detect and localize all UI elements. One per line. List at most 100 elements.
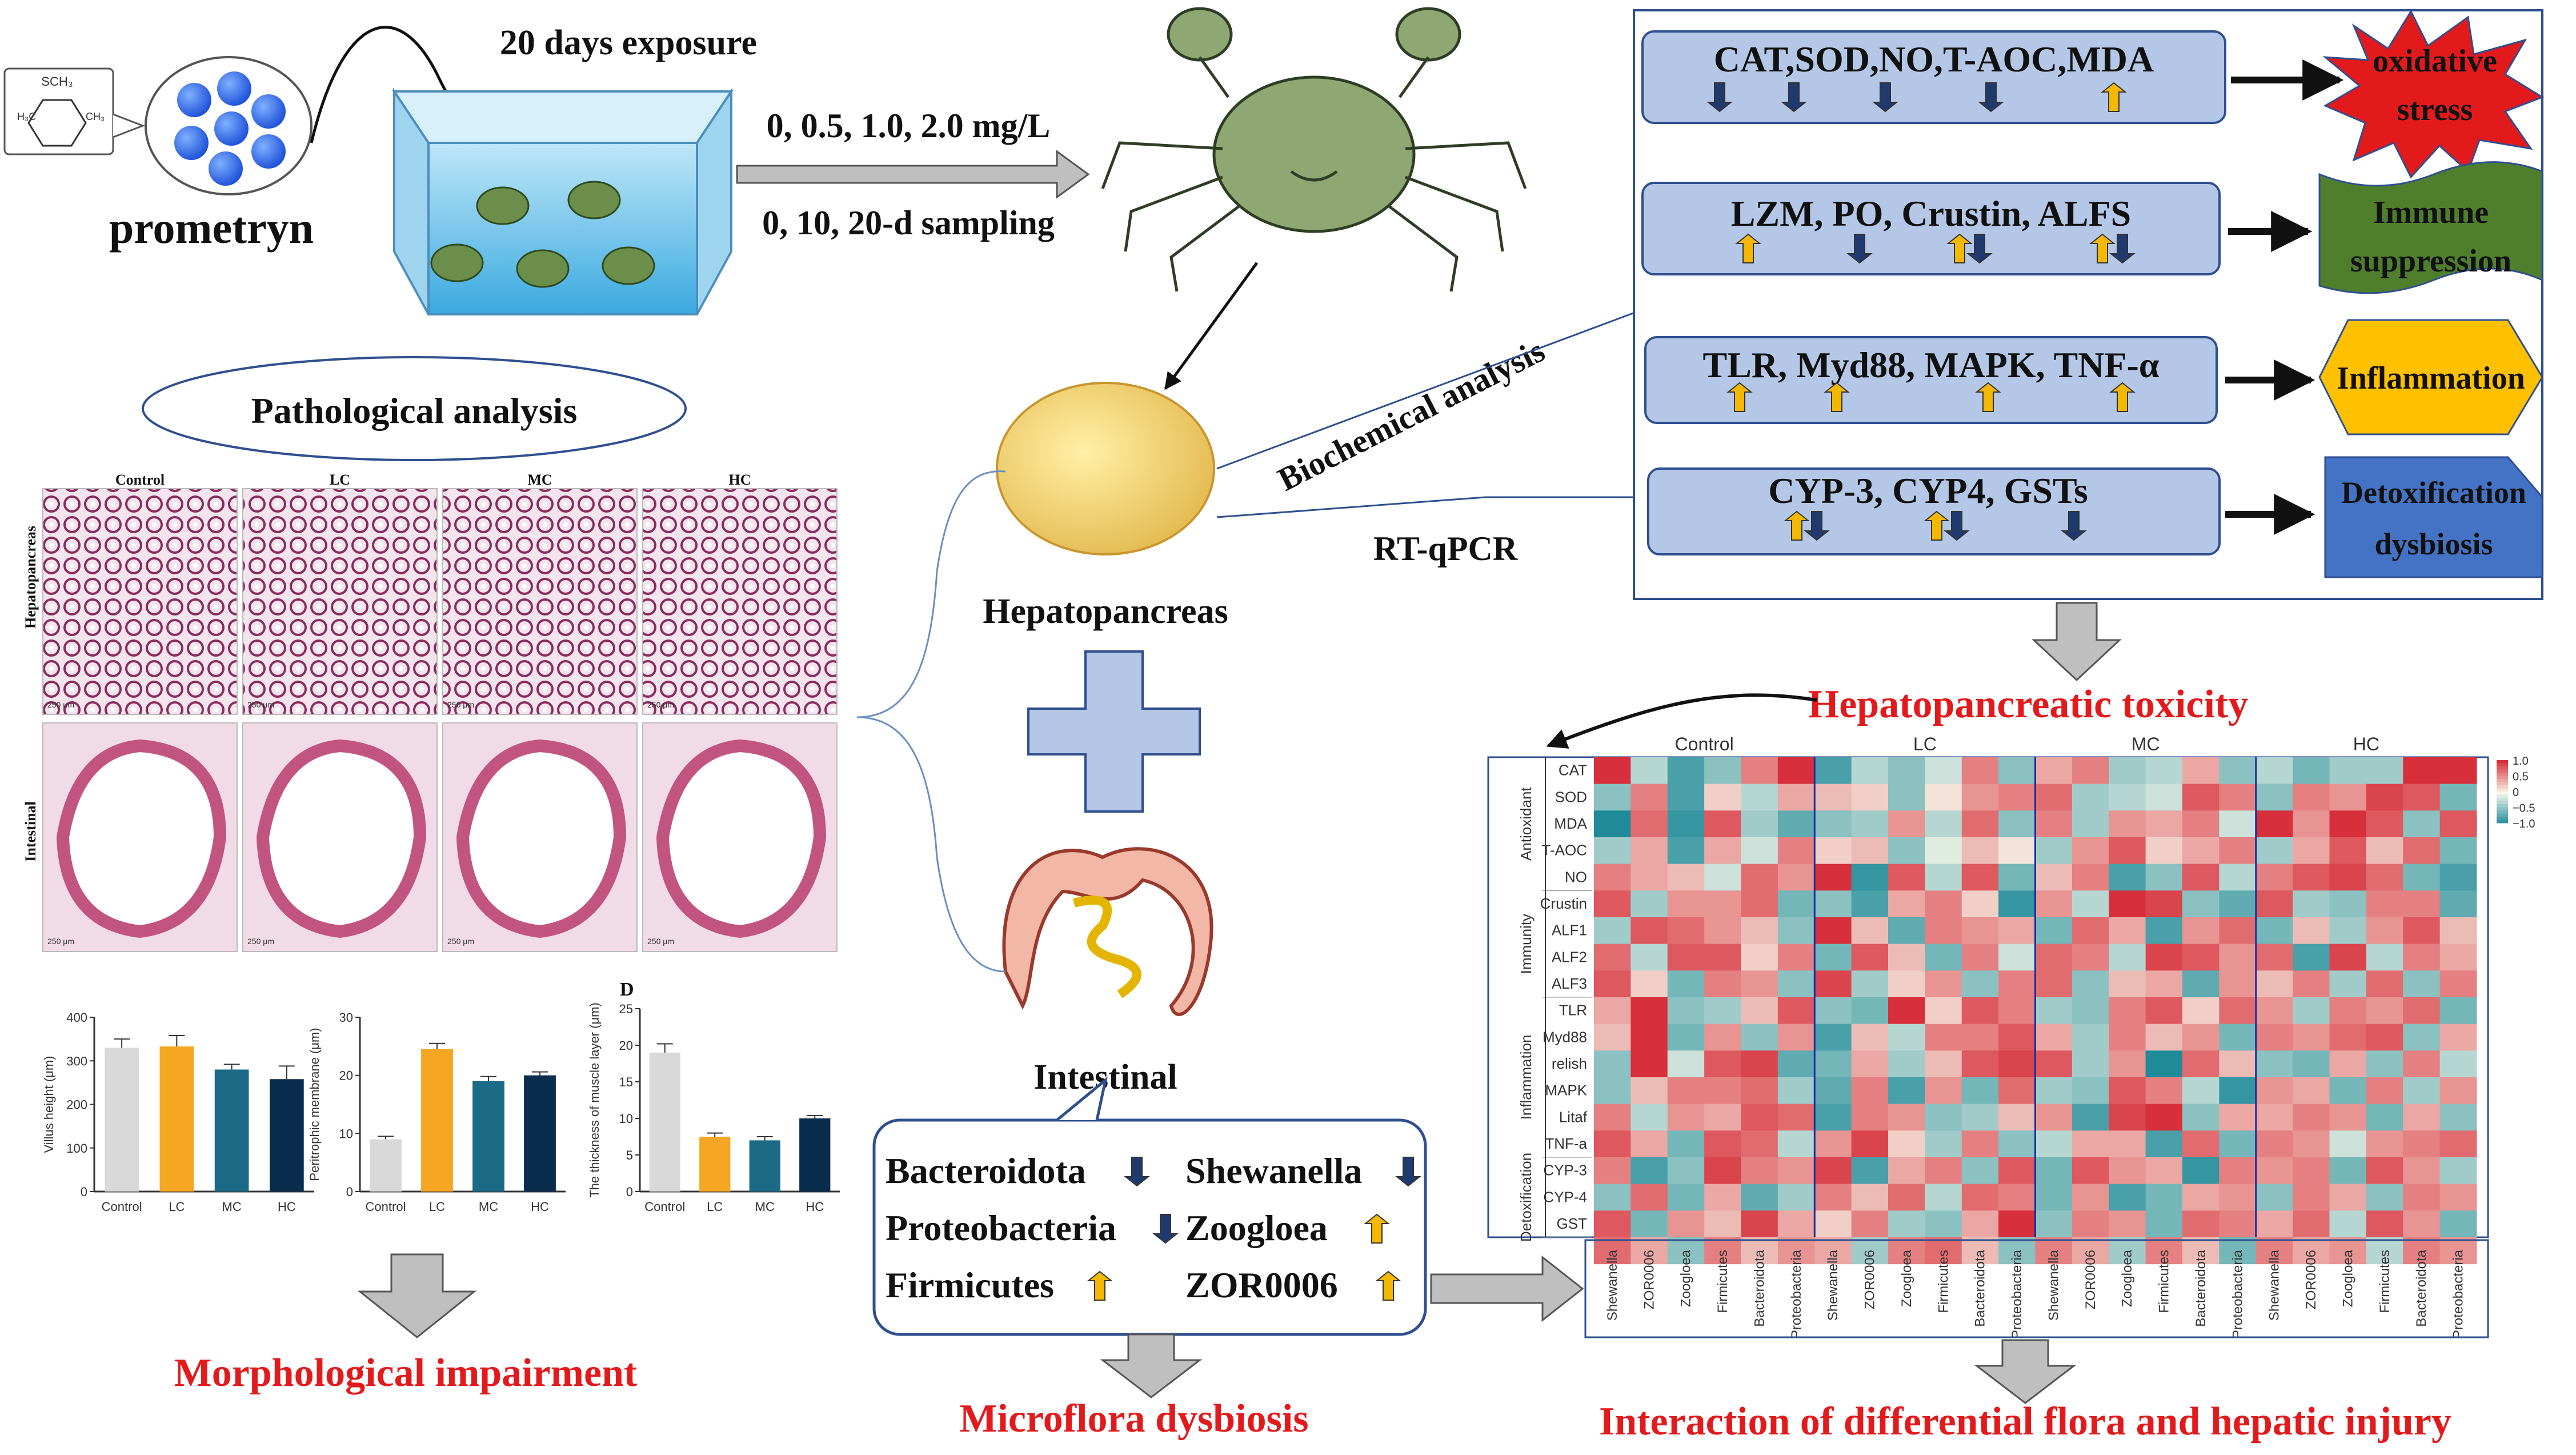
heatmap-cell	[1594, 1210, 1631, 1238]
heatmap-cell	[1851, 1184, 1889, 1211]
heatmap-cell	[2219, 890, 2257, 918]
x-tick-label: HC	[806, 1200, 824, 1214]
heatmap-cell	[2145, 864, 2183, 891]
heatmap-cell	[1667, 1184, 1705, 1211]
biomarker-row-immune: LZM, PO, Crustin, ALFS Immune suppressio…	[1641, 161, 2543, 294]
wave-banner-shape	[2318, 161, 2543, 294]
heatmap-cell	[1594, 837, 1631, 865]
flora-right-0: Shewanella	[1185, 1150, 1362, 1191]
sampling-label: 0, 10, 20-d sampling	[762, 204, 1055, 242]
heatmap-cell	[1851, 837, 1889, 865]
heatmap-cell	[2182, 1024, 2220, 1051]
heatmap-cell	[1667, 837, 1705, 865]
heatmap-cell	[2072, 917, 2109, 945]
heatmap-cell	[2439, 1157, 2477, 1185]
heatmap-cell	[2072, 1024, 2109, 1051]
heatmap-cell	[1777, 1130, 1815, 1158]
heatmap-cell	[1998, 837, 2036, 865]
row-label: TLR	[1559, 1002, 1587, 1019]
outcome-line1: Immune	[2373, 195, 2489, 230]
heatmap-cell	[1667, 1050, 1705, 1078]
up-arrow-icon	[1726, 382, 1753, 412]
heatmap-cell	[2255, 1237, 2293, 1265]
heatmap-cell	[1888, 757, 1925, 785]
heatmap-cell	[1704, 837, 1741, 865]
heatmap-cell	[2219, 944, 2257, 971]
heatmap-cell	[2035, 1050, 2073, 1078]
heatmap-cell	[1998, 784, 2036, 811]
y-axis-label: Peritrophic membrane (μm)	[307, 1028, 322, 1181]
heatmap-cell	[1777, 1024, 1815, 1051]
heatmap-cell	[1925, 757, 1962, 785]
heatmap-cell	[2439, 810, 2477, 838]
column-label: Proteobacteria	[2009, 1249, 2025, 1339]
heatmap-cell	[2219, 864, 2257, 891]
heatmap-cell	[2366, 1024, 2403, 1051]
heatmap-cell	[2035, 864, 2073, 891]
heatmap-cell	[1961, 784, 1999, 811]
heatmap-cell	[1704, 1104, 1741, 1131]
heatmap-cell	[2072, 970, 2109, 998]
heatmap-cell	[2366, 917, 2403, 945]
heatmap-cell	[2182, 1130, 2220, 1158]
svg-text:H₃C: H₃C	[17, 111, 36, 122]
heatmap-cell	[1667, 810, 1705, 838]
heatmap-cell	[2255, 1024, 2293, 1051]
scale-bar-label: 250 μm	[447, 700, 474, 709]
heatmap-cell	[2182, 1077, 2220, 1105]
heatmap-cell	[1925, 1077, 1962, 1105]
flora-left-2: Firmicutes	[886, 1265, 1054, 1305]
heatmap-cell	[2293, 757, 2330, 785]
column-label: Firmicutes	[1715, 1250, 1730, 1313]
heatmap-cell	[1961, 1237, 1999, 1265]
heatmap-cell	[1777, 890, 1815, 918]
heatmap-cell	[1594, 757, 1631, 785]
heatmap-cell	[2366, 1050, 2403, 1078]
heatmap-cell	[2145, 1157, 2183, 1185]
heatmap-cell	[1704, 890, 1741, 918]
interaction-title: Interaction of differential flora and he…	[1599, 1400, 2451, 1444]
heatmap-cell	[2366, 1210, 2403, 1238]
heatmap-cell	[2403, 917, 2441, 945]
heatmap-cell	[2329, 1050, 2367, 1078]
heatmap-cell	[2182, 810, 2220, 838]
heatmap-cell	[2182, 1237, 2220, 1265]
y-tick-label: 0	[626, 1185, 633, 1199]
heatmap-cell	[2072, 997, 2109, 1025]
row-label-intestinal: Intestinal	[22, 801, 39, 861]
column-label: Firmicutes	[2157, 1250, 2172, 1313]
colorbar-segment	[2497, 810, 2508, 814]
heatmap-cell	[2255, 1130, 2293, 1158]
heatmap-cell	[2366, 997, 2403, 1025]
heatmap-cell	[1851, 1237, 1889, 1265]
colorbar-tick: −0.5	[2513, 802, 2535, 815]
heatmap-cell	[1630, 757, 1668, 785]
column-label: Shewanella	[1825, 1249, 1841, 1321]
x-tick-label: HC	[531, 1200, 549, 1214]
x-tick-label: MC	[755, 1200, 775, 1214]
heatmap-cell	[1851, 784, 1889, 811]
heatmap-cell	[2255, 944, 2293, 971]
heatmap-cell	[2109, 784, 2146, 811]
heatmap-cell	[2329, 1077, 2367, 1105]
up-arrow-icon	[2089, 233, 2116, 263]
heatmap-cell	[1998, 810, 2036, 838]
up-arrow-icon	[1087, 1270, 1113, 1301]
heatmap-cell	[1594, 1157, 1631, 1185]
heatmap-cell	[2329, 864, 2367, 891]
heatmap-cell	[2293, 810, 2330, 838]
heatmap-cell	[2403, 970, 2441, 998]
heatmap-cell	[2109, 944, 2146, 971]
row-label: ALF2	[1552, 948, 1587, 965]
heatmap-cell	[1594, 917, 1631, 945]
heatmap-cell	[2329, 1104, 2367, 1131]
heatmap-cell	[2109, 757, 2146, 785]
row-label: NO	[1565, 868, 1587, 885]
heatmap-cell	[2072, 1210, 2109, 1238]
heatmap-cell	[1961, 917, 1999, 945]
group-label: MC	[527, 471, 552, 488]
rtqpcr-connector	[1216, 496, 1645, 518]
morph-outcome: Morphological impairment	[174, 1351, 638, 1395]
y-tick-label: 20	[339, 1069, 353, 1083]
